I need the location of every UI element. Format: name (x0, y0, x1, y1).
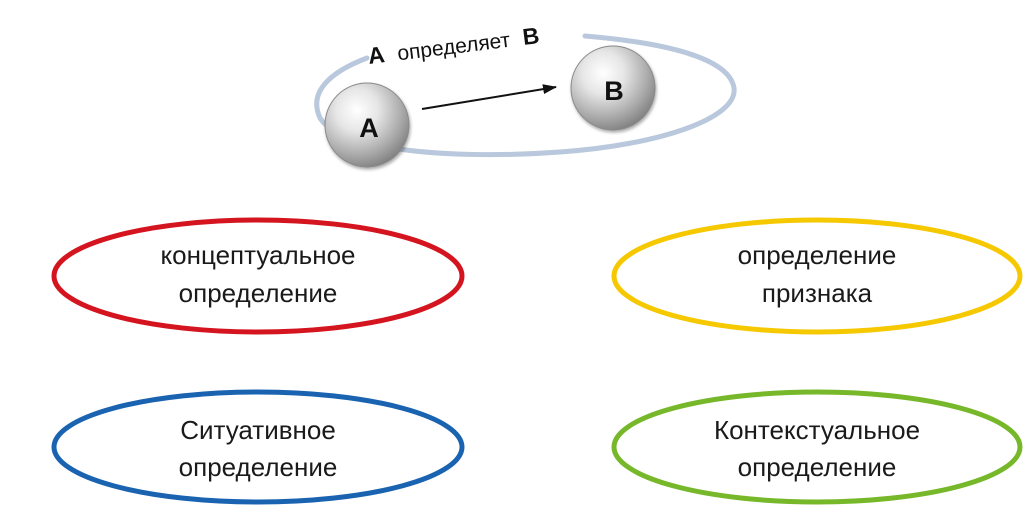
feature-definition-oval: определение признака (611, 217, 1023, 335)
relation-object: B (521, 22, 541, 50)
conceptual-definition-oval: концептуальное определение (51, 217, 465, 335)
node-b-label: B (604, 76, 624, 106)
conceptual-definition-line2: определение (179, 278, 338, 308)
relation-verb: определяет (396, 29, 512, 66)
situational-definition-line2: определение (179, 452, 338, 482)
feature-definition-line2: признака (762, 278, 873, 308)
situational-definition-line1: Ситуативное (180, 415, 336, 445)
node-a-label: A (359, 113, 379, 143)
sphere-a (324, 82, 410, 168)
relation-subject: A (366, 41, 386, 69)
relation-arrow (421, 84, 557, 110)
situational-definition-oval: Ситуативное определение (51, 389, 465, 505)
contextual-definition-line1: Контекстуальное (714, 415, 920, 445)
node-b: B (570, 45, 656, 131)
contextual-oval-outline (611, 389, 1023, 505)
contextual-definition-oval: Контекстуальное определение (611, 389, 1023, 505)
relation-caption: A определяет B (366, 22, 540, 69)
feature-definition-line1: определение (738, 240, 897, 270)
feature-oval-outline (611, 217, 1023, 335)
orbit-ring (314, 33, 737, 158)
conceptual-definition-line1: концептуальное (161, 240, 356, 270)
sphere-b (570, 45, 656, 131)
contextual-definition-line2: определение (738, 452, 897, 482)
node-a: A (324, 82, 410, 168)
conceptual-oval-outline (51, 217, 465, 335)
situational-oval-outline (51, 389, 465, 505)
